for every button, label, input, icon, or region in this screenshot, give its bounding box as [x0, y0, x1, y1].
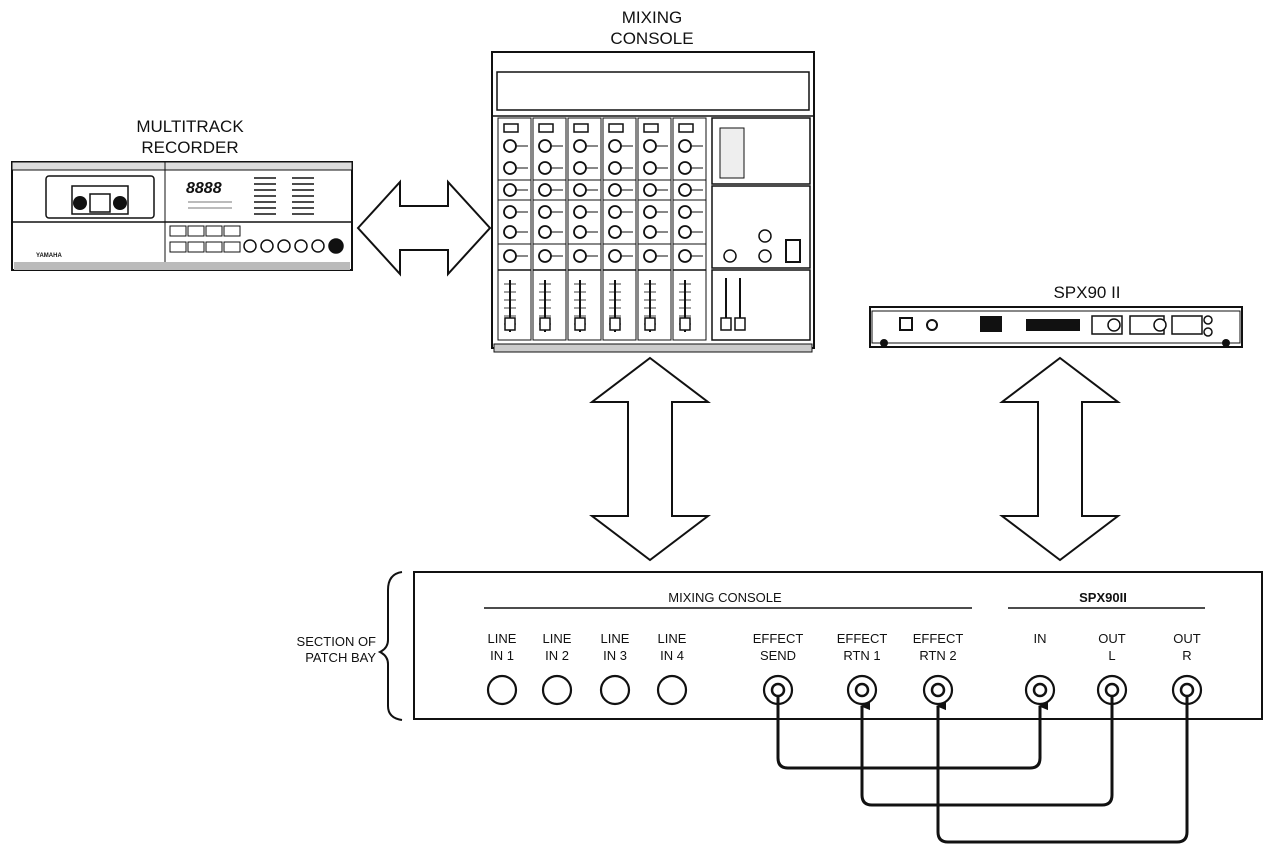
jack-label-line2: L: [1108, 648, 1115, 663]
jack-plug: [1104, 682, 1120, 698]
jack-label-line2: IN 3: [603, 648, 627, 663]
patch-jack: EFFECT RTN 1: [837, 631, 888, 706]
jack-label-line1: LINE: [601, 631, 630, 646]
jack-label-line2: IN 1: [490, 648, 514, 663]
arrow-recorder-console: [356, 179, 492, 277]
jack-label-line2: IN 4: [660, 648, 684, 663]
recorder-brand: YAMAHA: [36, 253, 62, 259]
recorder-title-line2: RECORDER: [141, 138, 238, 157]
jack-label-line1: EFFECT: [837, 631, 888, 646]
jack-plug: [1179, 682, 1195, 698]
jack-label-line2: R: [1182, 648, 1191, 663]
jack-plug: [1032, 682, 1048, 698]
console-channel-strip: [637, 117, 672, 341]
jack-label-line2: IN 2: [545, 648, 569, 663]
patch-bay-side-label-line2: PATCH BAY: [305, 650, 376, 665]
console-title-line1: MIXING: [622, 8, 682, 27]
jack-label-line1: OUT: [1173, 631, 1201, 646]
spx-title: SPX90 II: [1053, 283, 1120, 302]
jack-label-line1: IN: [1034, 631, 1047, 646]
group-label-spx: SPX90II: [1079, 590, 1127, 605]
jack-label-line1: LINE: [488, 631, 517, 646]
recorder-title-line1: MULTITRACK: [136, 117, 244, 136]
recorder-level-meters: [254, 177, 314, 215]
patch-cables: [776, 696, 1189, 844]
recorder-knobs: [243, 238, 344, 254]
jack-label-line1: EFFECT: [913, 631, 964, 646]
patch-jack: LINE IN 2: [541, 631, 573, 706]
console-channel-strip: [602, 117, 637, 341]
patch-cable: [776, 696, 1040, 770]
jack-label-line2: SEND: [760, 648, 796, 663]
patch-jacks: LINE IN 1 LINE IN 2 LINE IN 3 LINE IN 4 EFFECT SE…: [486, 631, 1203, 706]
patch-cable: [862, 696, 1114, 807]
recorder-transport-buttons: [169, 225, 241, 253]
recorder-counter: 8888: [186, 180, 222, 197]
jack-socket: [656, 674, 688, 706]
patch-bay-brace: [377, 571, 403, 721]
jack-label-line1: LINE: [543, 631, 572, 646]
jack-plug: [930, 682, 946, 698]
multitrack-recorder: MULTITRACK RECORDER 8888: [11, 117, 353, 271]
patch-jack: EFFECT SEND: [753, 631, 804, 706]
jack-label-line2: RTN 1: [843, 648, 880, 663]
console-title-line2: CONSOLE: [610, 29, 693, 48]
patch-jack: LINE IN 3: [599, 631, 631, 706]
mixing-console: MIXING CONSOLE: [491, 8, 815, 353]
jack-socket: [599, 674, 631, 706]
patch-jack: EFFECT RTN 2: [913, 631, 964, 706]
console-channel-strip: [497, 117, 532, 341]
jack-socket: [541, 674, 573, 706]
patch-jack: IN: [1024, 631, 1056, 706]
jack-label-line1: OUT: [1098, 631, 1126, 646]
patch-cable: [938, 696, 1189, 844]
group-label-mixing-console: MIXING CONSOLE: [668, 590, 782, 605]
patch-jack: LINE IN 4: [656, 631, 688, 706]
jack-label-line1: EFFECT: [753, 631, 804, 646]
patch-bay: SECTION OF PATCH BAY MIXING CONSOLE SPX9…: [297, 571, 1263, 721]
patch-jack: LINE IN 1: [486, 631, 518, 706]
console-channel-strip: [532, 117, 567, 341]
patch-jack: OUT L: [1096, 631, 1128, 706]
jack-plug: [854, 682, 870, 698]
arrow-console-patchbay: [589, 356, 711, 562]
console-channel-strip: [567, 117, 602, 341]
spx90-unit: SPX90 II: [869, 283, 1243, 348]
jack-socket: [486, 674, 518, 706]
arrow-spx-patchbay: [999, 356, 1121, 562]
jack-label-line1: LINE: [658, 631, 687, 646]
jack-label-line2: RTN 2: [919, 648, 956, 663]
patch-bay-side-label-line1: SECTION OF: [297, 634, 377, 649]
jack-plug: [770, 682, 786, 698]
console-channel-strip: [672, 117, 707, 341]
console-channel-strips: [497, 117, 707, 341]
